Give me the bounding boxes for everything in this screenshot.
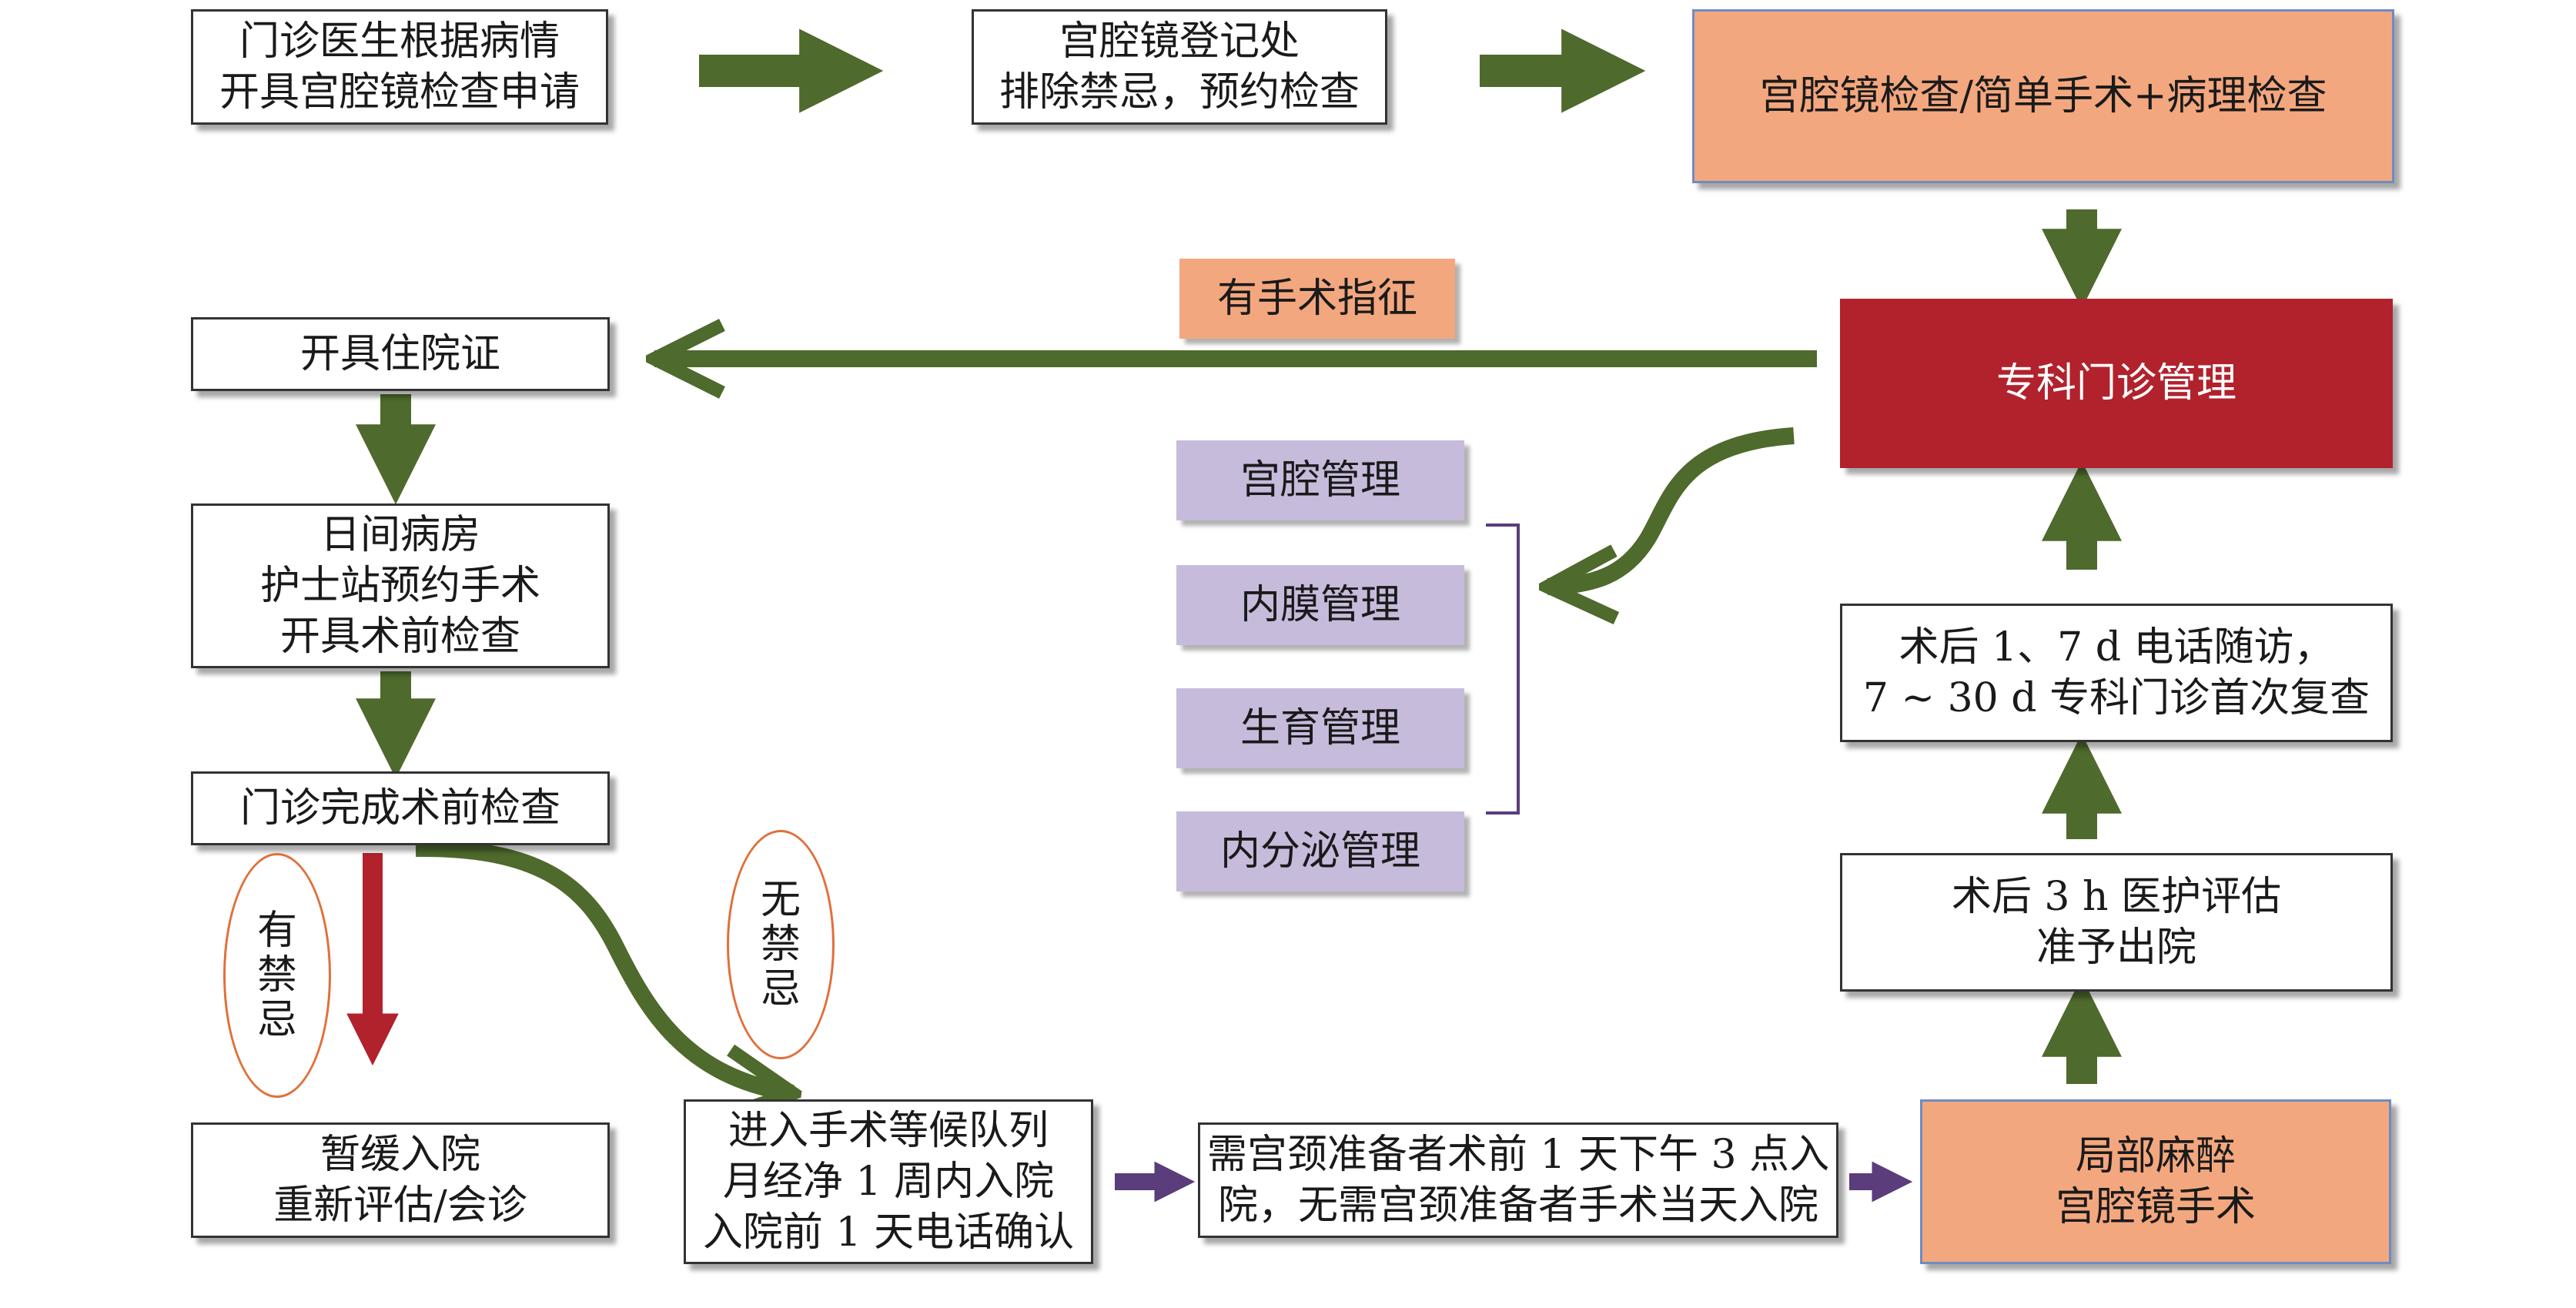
- management-item-uterine-cavity: 宫腔管理: [1176, 440, 1464, 520]
- hysteroscopy-exam-box: 宫腔镜检查/简单手术+病理检查: [1692, 9, 2394, 183]
- management-item-label: 内膜管理: [1239, 582, 1400, 628]
- queue-line-3: 入院前 1 天电话确认: [702, 1209, 1075, 1256]
- registration-line-1: 宫腔镜登记处: [1059, 18, 1300, 65]
- local-anesthesia-line-2: 宫腔镜手术: [2055, 1184, 2256, 1230]
- postpone-box: 暂缓入院 重新评估/会诊: [191, 1122, 610, 1238]
- postpone-line-2: 重新评估/会诊: [273, 1183, 527, 1229]
- contraindicated-char-3: 忌: [256, 997, 297, 1043]
- hysteroscopy-exam-label: 宫腔镜检查/简单手术+病理检查: [1759, 73, 2327, 119]
- local-anesthesia-box: 局部麻醉 宫腔镜手术: [1920, 1099, 2391, 1264]
- management-item-endometrium: 内膜管理: [1176, 565, 1464, 645]
- postop-assessment-box: 术后 3 h 医护评估 准予出院: [1840, 853, 2393, 992]
- day-ward-line-3: 开具术前检查: [279, 614, 520, 660]
- preop-check-label: 门诊完成术前检查: [239, 785, 560, 831]
- management-item-label: 内分泌管理: [1219, 828, 1420, 875]
- registration-box: 宫腔镜登记处 排除禁忌，预约检查: [972, 9, 1387, 125]
- cervix-prep-box: 需宫颈准备者术前 1 天下午 3 点入 院，无需宫颈准备者手术当天入院: [1198, 1122, 1838, 1238]
- outpatient-request-line-2: 开具宫腔镜检查申请: [219, 69, 580, 115]
- management-item-label: 生育管理: [1239, 705, 1400, 751]
- admission-cert-box: 开具住院证: [191, 317, 610, 391]
- surgery-indication-text: 有手术指征: [1216, 276, 1417, 322]
- preop-check-box: 门诊完成术前检查: [191, 771, 610, 845]
- followup-line-1: 术后 1、7 d 电话随访，: [1899, 624, 2334, 671]
- no-contraindication-oval: 无 禁 忌: [727, 830, 835, 1059]
- no-contraindication-char-3: 忌: [760, 966, 801, 1012]
- management-item-endocrine: 内分泌管理: [1176, 811, 1464, 892]
- day-ward-box: 日间病房 护士站预约手术 开具术前检查: [191, 503, 610, 668]
- local-anesthesia-line-1: 局部麻醉: [2075, 1133, 2236, 1179]
- cervix-prep-line-1: 需宫颈准备者术前 1 天下午 3 点入: [1206, 1132, 1830, 1178]
- followup-line-2: 7 ~ 30 d 专科门诊首次复查: [1862, 675, 2370, 721]
- management-item-label: 宫腔管理: [1239, 457, 1400, 503]
- postop-assessment-line-2: 准予出院: [2036, 925, 2196, 971]
- no-contraindication-char-1: 无: [760, 877, 801, 923]
- management-bracket: [1486, 524, 1520, 815]
- surgery-indication-label: 有手术指征: [1179, 259, 1455, 339]
- specialist-clinic-box: 专科门诊管理: [1840, 299, 2393, 468]
- contraindicated-oval: 有 禁 忌: [223, 853, 331, 1098]
- queue-box: 进入手术等候队列 月经净 1 周内入院 入院前 1 天电话确认: [684, 1099, 1093, 1264]
- management-item-fertility: 生育管理: [1176, 688, 1464, 768]
- queue-line-2: 月经净 1 周内入院: [722, 1159, 1055, 1205]
- contraindicated-char-1: 有: [256, 908, 297, 954]
- day-ward-line-1: 日间病房: [319, 512, 480, 558]
- followup-box: 术后 1、7 d 电话随访， 7 ~ 30 d 专科门诊首次复查: [1840, 604, 2393, 742]
- admission-cert-label: 开具住院证: [299, 331, 500, 377]
- no-contraindication-char-2: 禁: [760, 922, 801, 968]
- postpone-line-1: 暂缓入院: [319, 1132, 480, 1178]
- outpatient-request-line-1: 门诊医生根据病情: [239, 18, 560, 65]
- specialist-clinic-label: 专科门诊管理: [1996, 360, 2236, 406]
- queue-line-1: 进入手术等候队列: [728, 1108, 1049, 1154]
- arrow-clinic-to-management: [1547, 427, 1795, 587]
- postop-assessment-line-1: 术后 3 h 医护评估: [1951, 874, 2282, 920]
- contraindicated-char-2: 禁: [256, 952, 297, 999]
- arrow-preop-to-queue: [415, 839, 793, 1093]
- outpatient-request-box: 门诊医生根据病情 开具宫腔镜检查申请: [191, 9, 608, 125]
- registration-line-2: 排除禁忌，预约检查: [999, 69, 1360, 115]
- cervix-prep-line-2: 院，无需宫颈准备者手术当天入院: [1217, 1183, 1818, 1229]
- day-ward-line-2: 护士站预约手术: [259, 563, 540, 609]
